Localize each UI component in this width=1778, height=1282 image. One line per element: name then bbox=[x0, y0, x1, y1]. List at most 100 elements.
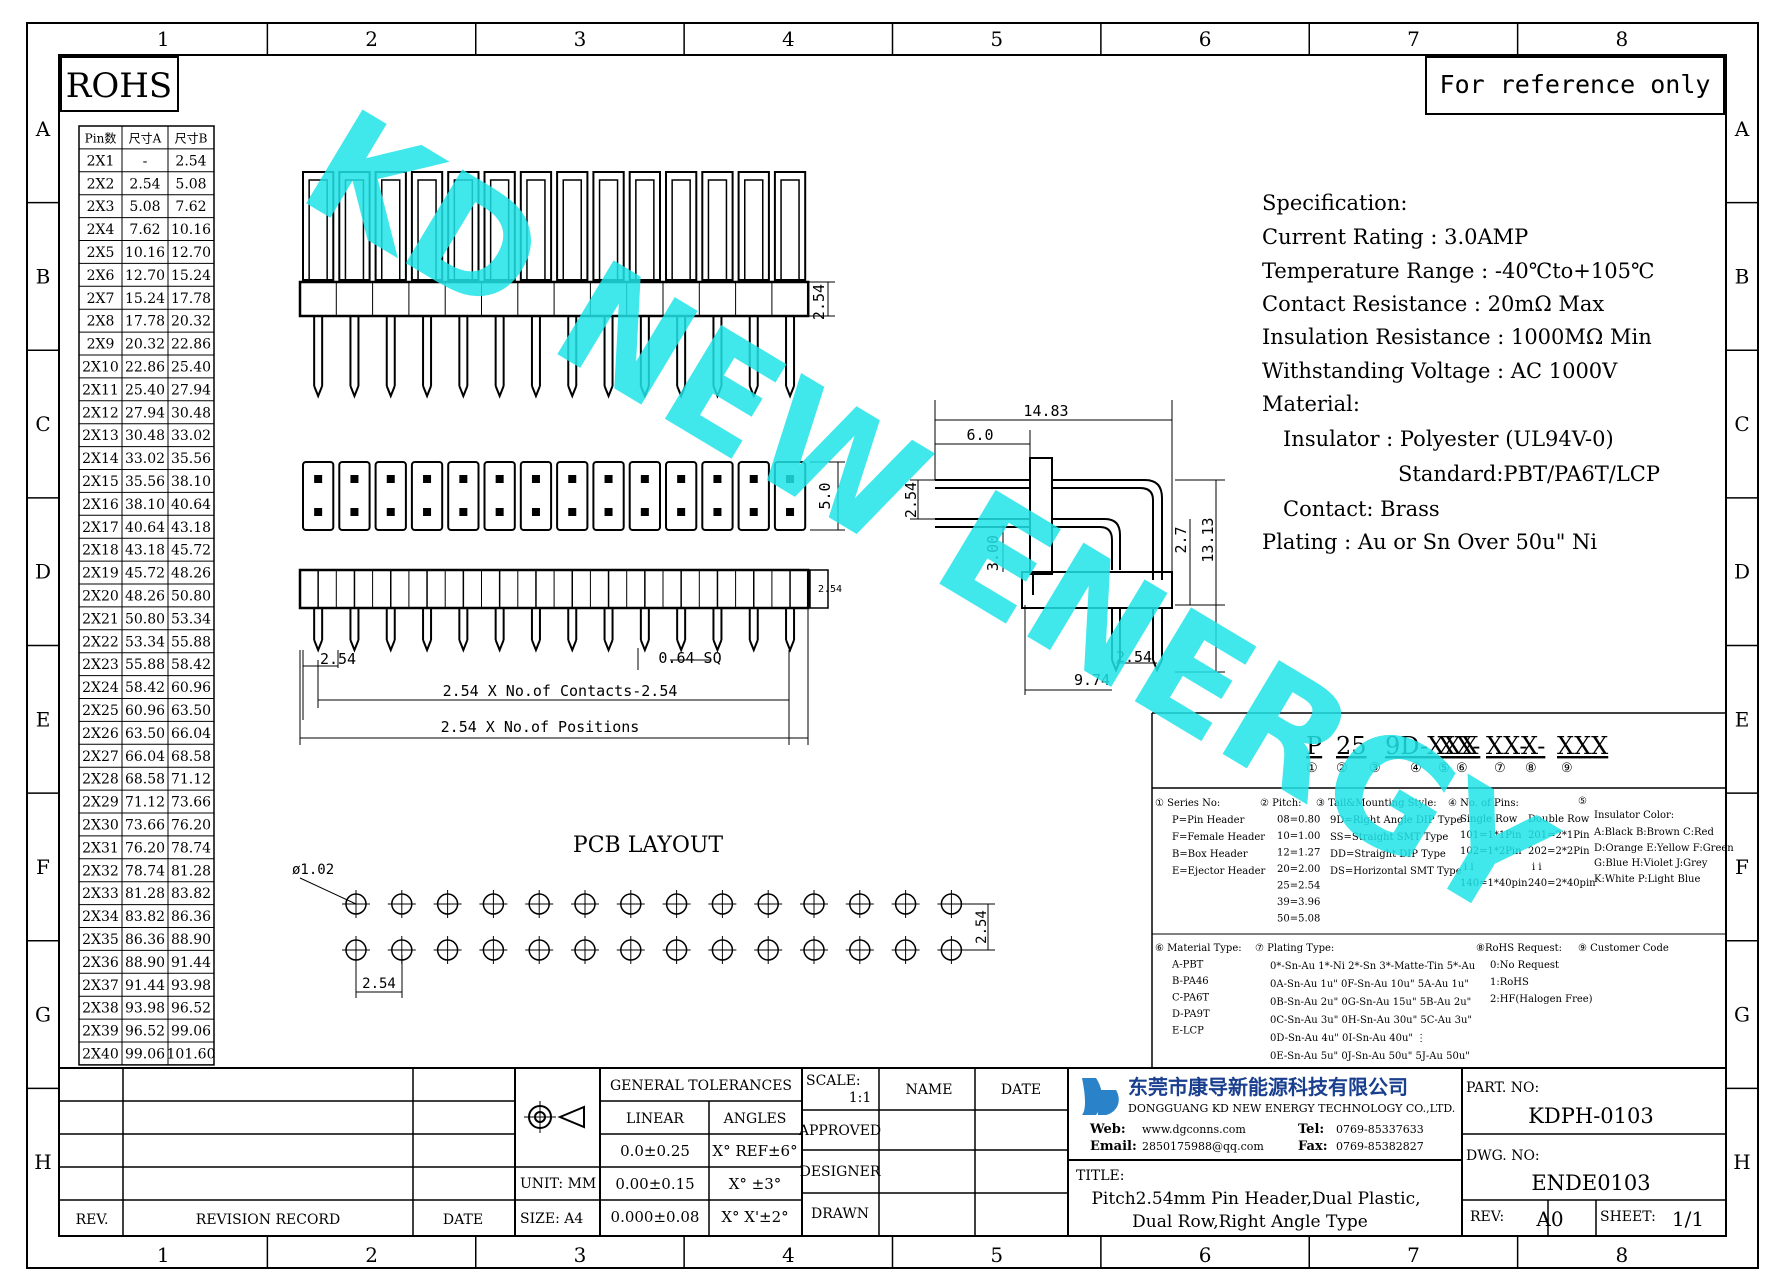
side-view bbox=[935, 457, 1173, 673]
pin-inner bbox=[344, 179, 365, 281]
pcb-pitch-y: 2.54 bbox=[974, 910, 990, 944]
zone-row-label: B bbox=[1735, 264, 1750, 288]
pin-inner bbox=[453, 179, 474, 281]
dim-table-cell: 40.64 bbox=[125, 520, 165, 536]
tolerance-linear: 0.00±0.15 bbox=[615, 1175, 694, 1193]
view-dimensions: 2.54 5.0 2.54 2.54 0.64 SQ 2.54 X No.of … bbox=[299, 281, 845, 745]
dim-table-cell: 60.96 bbox=[171, 680, 211, 696]
dim-table-cell: 53.34 bbox=[125, 634, 165, 650]
front-tip bbox=[422, 639, 432, 653]
part-code-marker: ① bbox=[1306, 761, 1318, 776]
dim-table-cell: 71.12 bbox=[171, 772, 211, 788]
dim-table-cell: 2X37 bbox=[82, 978, 119, 994]
title-block-text: DWG. NO: bbox=[1466, 1148, 1540, 1164]
dim-table-cell: 60.96 bbox=[125, 703, 165, 719]
title-block-text: GENERAL TOLERANCES bbox=[610, 1078, 792, 1094]
pin-inner bbox=[635, 179, 655, 281]
front-cell bbox=[628, 461, 662, 531]
legend-material-line: C-PA6T bbox=[1172, 993, 1209, 1004]
pin-square bbox=[786, 475, 795, 483]
dim-table-cell: 86.36 bbox=[171, 909, 211, 925]
dim-table-cell: 22.86 bbox=[171, 337, 211, 353]
front-cell bbox=[338, 461, 371, 531]
part-code-marker: ⑧ bbox=[1525, 761, 1537, 776]
title-block-text: Web: bbox=[1089, 1122, 1126, 1137]
dim-table-cell: 30.48 bbox=[125, 428, 165, 444]
title-block-text: DESIGNER bbox=[800, 1164, 881, 1180]
legend-plating-line: ⑦ Plating Type: bbox=[1255, 943, 1334, 954]
legend-series-line: B=Box Header bbox=[1172, 849, 1248, 860]
dim-table-cell: 2X9 bbox=[87, 337, 115, 353]
legend-pins-line: 102=1*2Pin bbox=[1460, 846, 1522, 857]
dim-table-cell: 53.34 bbox=[171, 611, 211, 627]
dim-table-cell: 30.48 bbox=[171, 405, 211, 421]
dim-table-cell: 2X33 bbox=[82, 886, 119, 902]
title-block-text: 0769-85382827 bbox=[1336, 1140, 1424, 1153]
dim-contacts: 2.54 X No.of Contacts-2.54 bbox=[443, 682, 678, 700]
title-block-text: A0 bbox=[1535, 1207, 1563, 1231]
legend-series-line: E=Ejector Header bbox=[1172, 866, 1266, 877]
zone-col-label: 7 bbox=[1407, 1243, 1420, 1267]
dim-table-cell: 73.66 bbox=[171, 795, 211, 811]
dim-table-cell: 2X8 bbox=[87, 314, 115, 330]
pin-square bbox=[350, 475, 359, 483]
dim-table-cell: 2X28 bbox=[82, 772, 119, 788]
legend-rohs-line: 1:RoHS bbox=[1490, 977, 1529, 988]
zone-row-label: G bbox=[1734, 1003, 1750, 1027]
dim-table-cell: 91.44 bbox=[125, 978, 165, 994]
legend-plating-line: 0C-Sn-Au 3u" 0H-Sn-Au 30u" 5C-Au 3u" bbox=[1270, 1015, 1472, 1026]
zone-row-label: E bbox=[36, 707, 51, 731]
dim-table-cell: 63.50 bbox=[125, 726, 165, 742]
title-block-text: 0769-85337633 bbox=[1336, 1123, 1424, 1136]
dim-table-cell: 58.42 bbox=[171, 657, 211, 673]
dim-table-cell: 2X36 bbox=[82, 955, 119, 971]
dim-table-cell: 50.80 bbox=[125, 611, 165, 627]
title-block-text: TITLE: bbox=[1076, 1168, 1124, 1184]
dim-table-cell: 2X38 bbox=[82, 1001, 119, 1017]
legend-customer-line: ⑨ Customer Code bbox=[1578, 943, 1669, 954]
legend-rohs-line: 0:No Request bbox=[1490, 960, 1559, 971]
legend-tail-line: ③ Tail&Mounting Style: bbox=[1316, 798, 1437, 809]
title-block-text: PART. NO: bbox=[1466, 1080, 1539, 1096]
dim-table-cell: 2X22 bbox=[82, 634, 119, 650]
part-code-marker: ④ bbox=[1410, 761, 1422, 776]
company-logo-icon bbox=[1098, 1090, 1119, 1115]
dim-table-cell: 88.90 bbox=[125, 955, 165, 971]
dim-table-cell: 40.64 bbox=[171, 497, 211, 513]
dim-table-cell: 20.32 bbox=[125, 337, 165, 353]
dim-table-cell: 15.24 bbox=[171, 268, 211, 284]
pin-inner bbox=[598, 179, 619, 281]
dim-table-cell: 78.74 bbox=[171, 840, 211, 856]
dim-table-cell: 45.72 bbox=[125, 566, 165, 582]
dim-table-cell: 2.54 bbox=[129, 176, 160, 192]
pin-square bbox=[423, 475, 432, 483]
pin-square bbox=[713, 508, 722, 516]
part-code-marker: ③ bbox=[1369, 761, 1381, 776]
title-block-text: 2850175988@qq.com bbox=[1142, 1140, 1264, 1153]
zone-col-label: 1 bbox=[157, 27, 170, 51]
dim-table-cell: 2X16 bbox=[82, 497, 119, 513]
part-code-marker: ② bbox=[1336, 761, 1348, 776]
reference-note: For reference only bbox=[1440, 70, 1711, 99]
dim-table-cell: 7.62 bbox=[175, 199, 206, 215]
pin-tip bbox=[422, 385, 432, 399]
front-tip bbox=[712, 639, 723, 653]
pin-inner bbox=[381, 179, 401, 281]
rohs-label: ROHS bbox=[66, 66, 172, 106]
legend-material-line: ⑥ Material Type: bbox=[1155, 943, 1242, 954]
pin-square bbox=[677, 508, 686, 516]
part-code-segment: XX- bbox=[1486, 732, 1527, 760]
zone-col-label: 4 bbox=[782, 1243, 795, 1267]
dim-table-cell: 5.08 bbox=[129, 199, 160, 215]
side-dimensions: 14.83 6.0 2.54 3.00 2.7 13.13 9.74 2.54 bbox=[902, 400, 1225, 695]
pin-square bbox=[423, 508, 432, 516]
pin-tip bbox=[567, 385, 578, 399]
legend-pitch-line: 50=5.08 bbox=[1277, 914, 1320, 925]
part-code-segment: XXX bbox=[1557, 732, 1608, 760]
dim-table-cell: 81.28 bbox=[171, 863, 211, 879]
dim-side-974: 9.74 bbox=[1074, 671, 1110, 689]
dim-body-height: 5.0 bbox=[816, 482, 834, 509]
zone-row-label: C bbox=[1734, 412, 1749, 436]
legend-pins-line: i i bbox=[1464, 862, 1474, 873]
pin-square bbox=[640, 475, 649, 483]
